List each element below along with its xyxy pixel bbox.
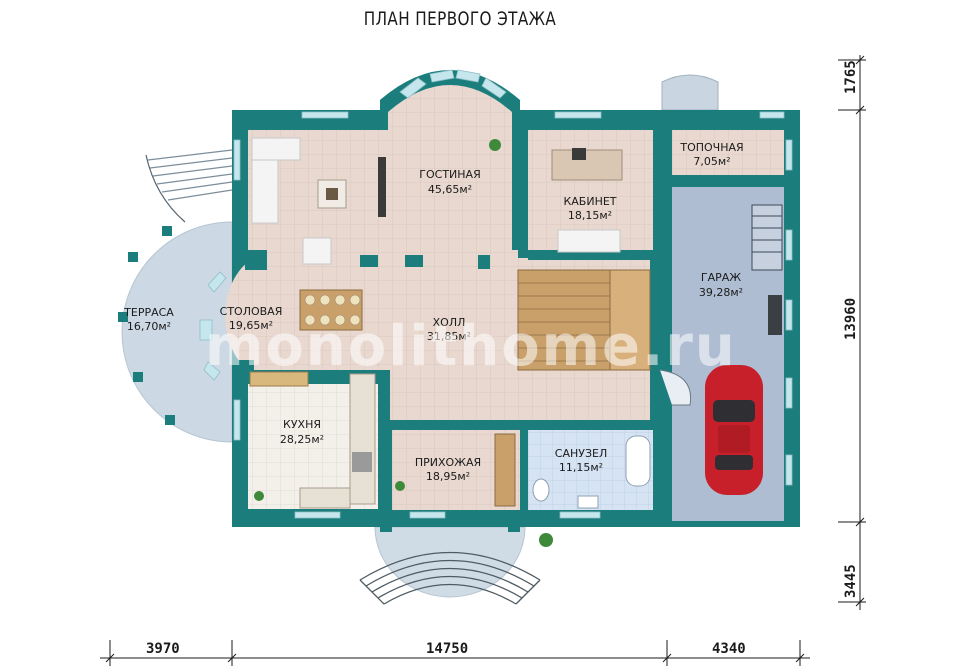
tv-unit (378, 157, 386, 217)
terrace (118, 149, 233, 443)
room-area-entrance: 18,95м² (426, 470, 470, 483)
dim-bottom-right: 4340 (712, 641, 746, 657)
terrace-columns (118, 226, 175, 425)
bathroom-fixtures (532, 435, 651, 509)
car-icon (705, 365, 763, 495)
room-area-study: 18,15м² (568, 209, 612, 222)
plant-icon (254, 139, 553, 547)
room-name-entrance: ПРИХОЖАЯ (415, 456, 481, 469)
main-staircase (517, 269, 692, 406)
room-name-study: КАБИНЕТ (563, 195, 616, 208)
room-name-boiler: ТОПОЧНАЯ (679, 141, 743, 154)
room-labels: ГОСТИНАЯ 45,65м² КАБИНЕТ 18,15м² ТОПОЧНА… (123, 141, 743, 483)
room-name-kitchen: КУХНЯ (283, 418, 321, 431)
entrance-porch (359, 520, 541, 605)
room-name-terrace: ТЕРРАСА (123, 306, 174, 319)
windows (199, 69, 793, 519)
terrace-steps (145, 149, 233, 223)
room-area-boiler: 7,05м² (693, 155, 730, 168)
room-area-dining: 19,65м² (229, 319, 273, 332)
room-name-bathroom: САНУЗЕЛ (555, 447, 607, 460)
room-area-hall: 31,85м² (427, 330, 471, 343)
dim-right-bottom: 3445 (843, 564, 859, 598)
dim-bottom-left: 3970 (146, 641, 180, 657)
plan-title: ПЛАН ПЕРВОГО ЭТАЖА (363, 8, 557, 30)
watermark: monolithome.ru (205, 314, 737, 379)
dining-table (299, 289, 363, 331)
room-area-kitchen: 28,25м² (280, 433, 324, 446)
boiler-porch (661, 74, 719, 111)
dim-right-middle: 13960 (843, 298, 859, 340)
room-area-living: 45,65м² (428, 183, 472, 196)
dimension-labels: 3970 14750 4340 1765 13960 3445 (146, 60, 859, 657)
study-furniture (551, 148, 623, 253)
room-name-hall: ХОЛЛ (433, 316, 466, 329)
dim-bottom-middle: 14750 (426, 641, 468, 657)
dimension-lines (100, 55, 866, 666)
dim-right-top: 1765 (843, 60, 859, 94)
kitchen-units (249, 371, 376, 509)
room-name-garage: ГАРАЖ (701, 271, 741, 284)
living-sofa (251, 137, 301, 224)
room-area-garage: 39,28м² (699, 286, 743, 299)
room-name-living: ГОСТИНАЯ (419, 168, 480, 181)
room-area-terrace: 16,70м² (127, 320, 171, 333)
garage-stairs (751, 204, 783, 271)
wardrobe (494, 433, 516, 507)
armchair (302, 237, 332, 265)
room-area-bathroom: 11,15м² (559, 461, 603, 474)
garage-cabinet (768, 295, 782, 335)
room-name-dining: СТОЛОВАЯ (220, 305, 283, 318)
